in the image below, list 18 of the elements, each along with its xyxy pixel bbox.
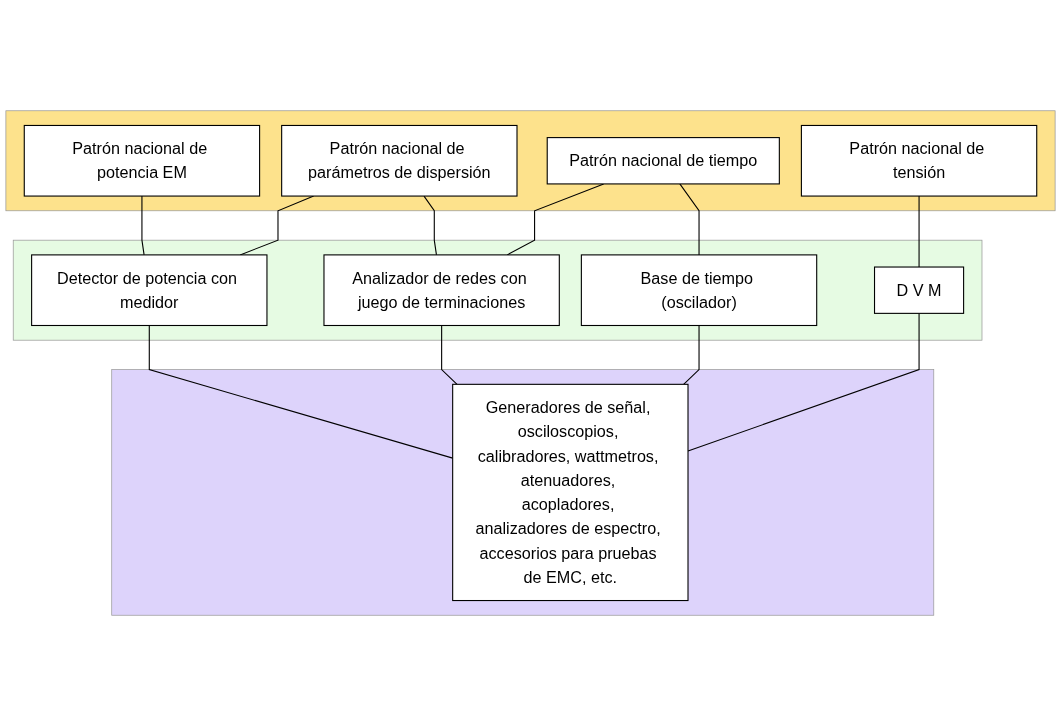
cluster <box>5 110 1056 212</box>
node-box: Patrón nacional de tiempo <box>546 137 780 185</box>
node-box: D V M <box>874 266 965 314</box>
node-box: Patrón nacional de parámetros de dispersión <box>281 124 518 197</box>
connector <box>918 195 920 268</box>
node-box: Generadores de señal, osciloscopios, calibradores, wattmetros, atenuadores, acopladores, analizadores de espectro, accesorios para pruebas de EMC, etc. <box>452 383 689 602</box>
connector <box>423 195 437 256</box>
node-box: Base de tiempo (oscilador) <box>580 254 818 327</box>
node-box: Analizador de redes con juego de terminaciones <box>323 254 560 327</box>
connector <box>141 195 145 256</box>
node-box: Patrón nacional de tensión <box>800 124 1038 197</box>
connector <box>441 324 458 385</box>
cluster <box>111 369 935 616</box>
cluster <box>12 239 983 341</box>
node-box: Detector de potencia con medidor <box>31 254 268 327</box>
connector <box>683 324 700 385</box>
connector <box>679 183 700 256</box>
node-box: Patrón nacional de potencia EM <box>23 124 261 197</box>
